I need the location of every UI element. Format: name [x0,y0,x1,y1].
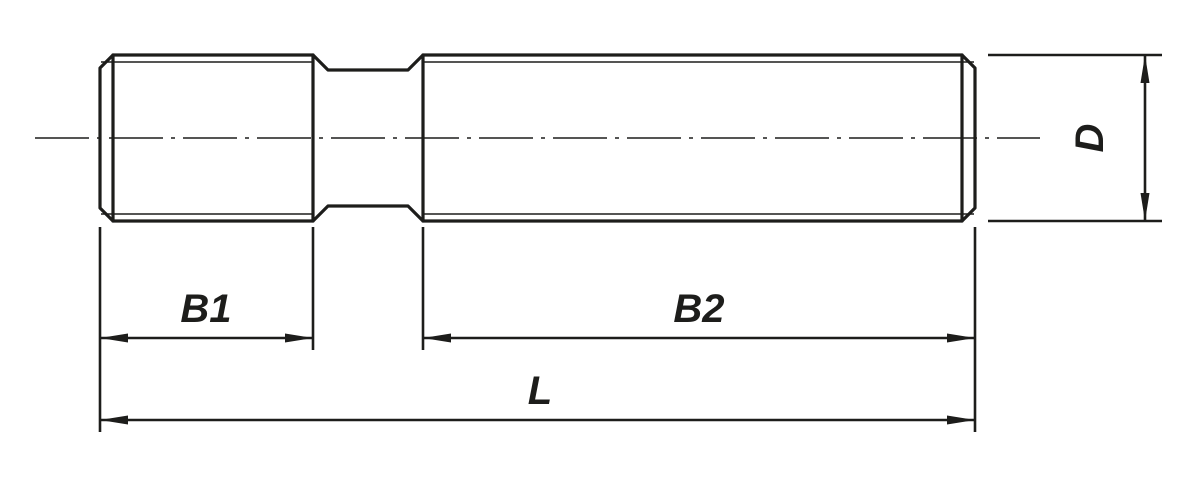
dimension-d: D [988,53,1162,223]
dimension-label-b1: B1 [180,287,231,331]
dimension-b2: B2 [421,227,977,432]
stud-outline [98,53,977,223]
dimension-b1: B1 [98,227,315,432]
dimension-l: L [100,369,975,425]
stud-body [98,53,977,223]
dimension-label-b2: B2 [673,287,724,331]
dimension-label-l: L [528,369,552,413]
dimension-label-d: D [1068,124,1112,153]
